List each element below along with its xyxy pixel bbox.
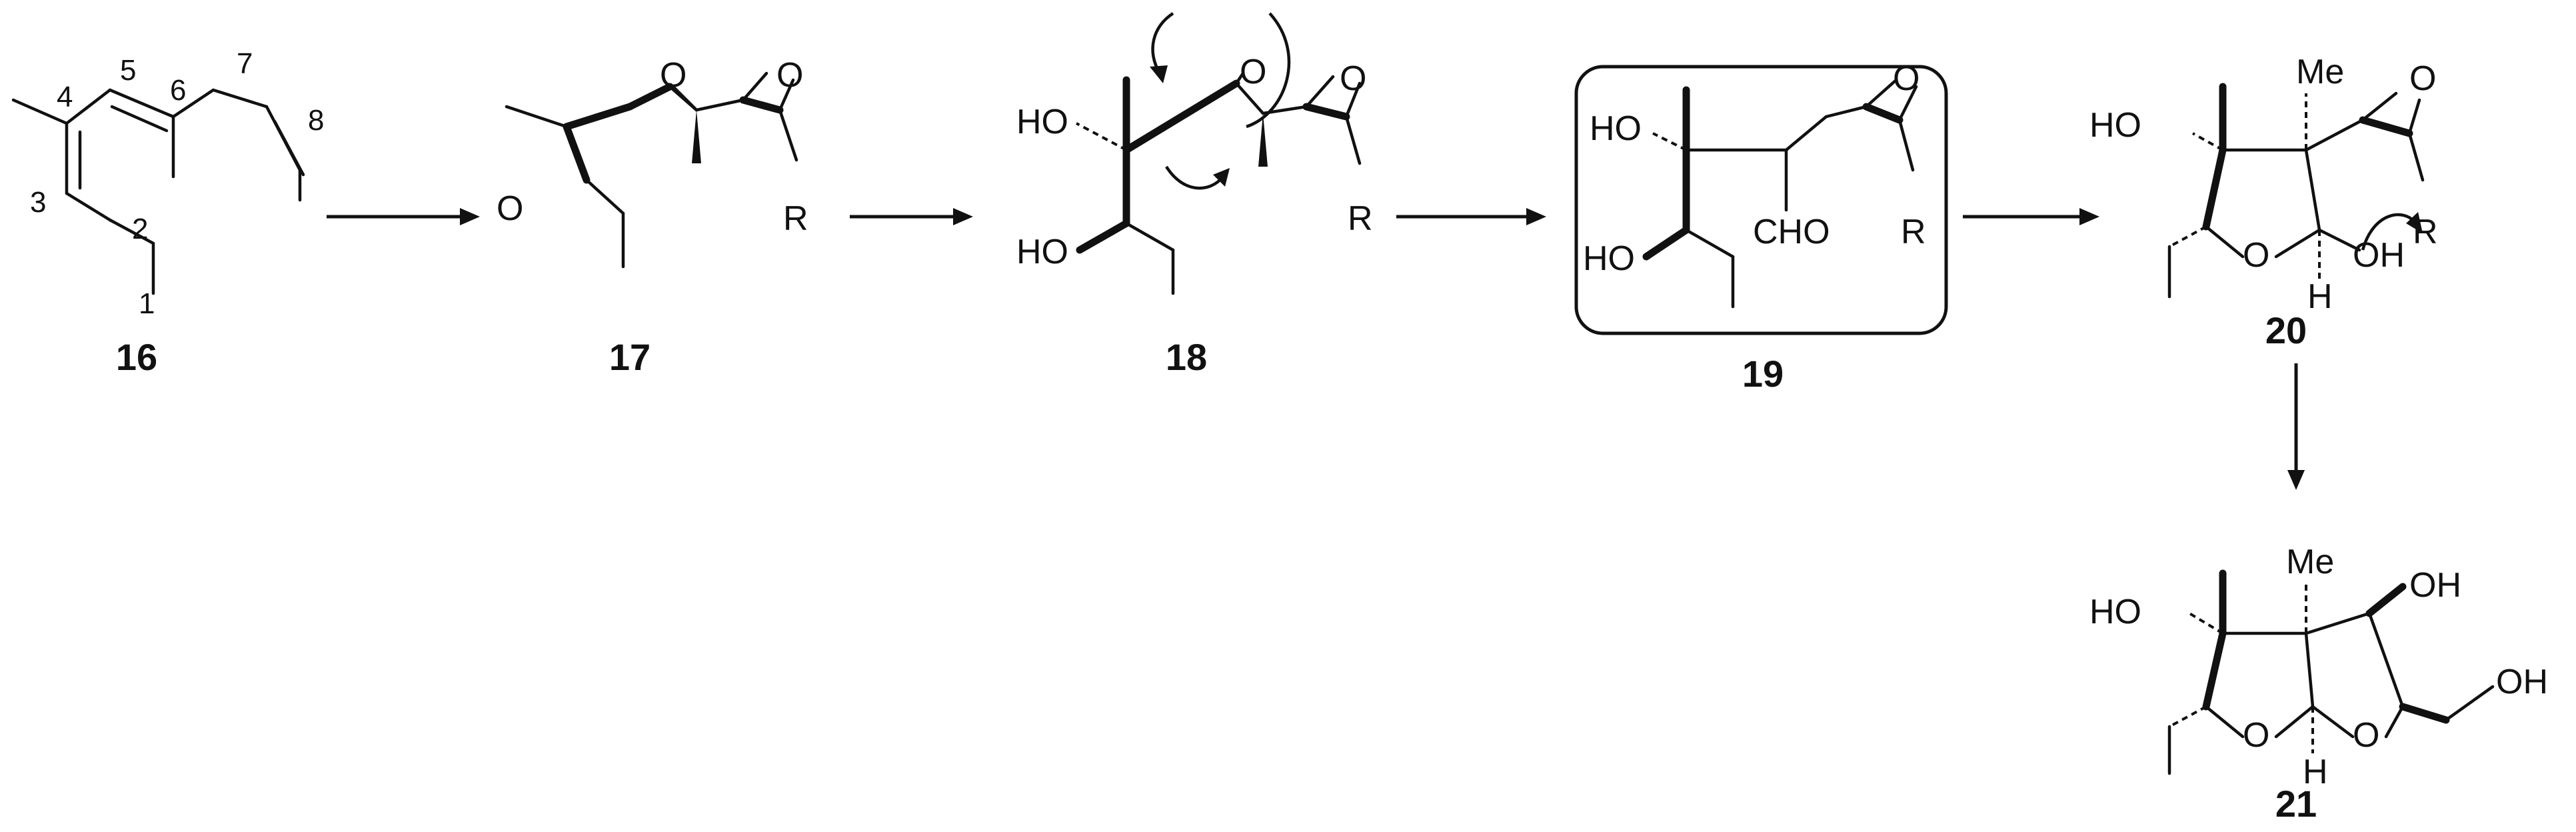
ring-o-20: O [2243,236,2269,275]
hydroxyl-21-left: HO [2089,593,2141,631]
epoxide-o-18-1: O [1240,53,1266,91]
compound-label-19: 19 [1742,353,1784,395]
compound-19: HO HO CHO O R 19 [1574,59,1948,395]
r-group-17: R [783,199,808,238]
hemiacetal-oh-20: OH [2353,236,2405,275]
hydroxyl-18-bottom: HO [1016,233,1068,271]
ring-o-21-1: O [2243,716,2269,755]
hydroxyl-19-bottom: HO [1583,239,1635,278]
reaction-arrow-2 [850,208,973,225]
compound-21-skeleton [2167,569,2495,775]
compound-20-skeleton [2167,83,2425,299]
locant-8: 8 [308,104,324,137]
methyl-20: Me [2296,53,2344,91]
compound-19-skeleton [1642,78,1918,309]
hydrogen-20: H [2307,277,2333,316]
hydroxyl-20: HO [2089,106,2141,145]
compound-17-skeleton [505,71,798,269]
hydroxyl-18-top: HO [1016,103,1068,141]
compound-21: HO Me OH O O H OH 21 [2089,543,2548,825]
locant-1: 1 [139,287,155,320]
compound-16: 1 2 3 4 5 6 7 8 16 [11,47,324,378]
compound-20: HO Me O O OH H R 20 [2089,53,2438,351]
r-group-20: R [2413,213,2438,251]
epoxide-o-left: O [497,189,523,228]
curly-arrow-18-top-left [1151,12,1174,75]
hydrogen-21: H [2303,753,2328,791]
epoxide-o-18-2: O [1340,59,1366,98]
reaction-arrow-1 [327,208,480,225]
locant-7: 7 [237,47,253,80]
compound-18: HO HO O O R 18 [1016,12,1373,378]
epoxide-o-19: O [1893,59,1920,98]
locant-3: 3 [30,186,46,219]
ring-o-21-2: O [2353,716,2379,755]
locant-2: 2 [132,213,148,245]
r-group-19: R [1901,213,1926,251]
compound-label-17: 17 [609,336,650,378]
r-group-18: R [1348,199,1373,238]
reaction-arrow-4 [1963,208,2099,225]
epoxide-o-mid: O [660,56,686,95]
locant-4: 4 [57,81,73,113]
epoxide-o-right: O [776,56,803,95]
aldehyde-19: CHO [1753,213,1830,251]
hydroxyl-21-right: OH [2409,566,2461,605]
reaction-arrow-3 [1396,208,1546,225]
reaction-arrow-5 [2287,363,2305,490]
locant-6: 6 [170,74,186,107]
methyl-21: Me [2286,543,2334,581]
compound-16-skeleton [11,88,305,295]
compound-17: O O O R 17 [497,56,808,378]
ch2oh-21: OH [2496,663,2548,701]
compound-label-20: 20 [2265,309,2307,351]
curly-arrow-18-top-right [1246,12,1291,129]
epoxide-o-20: O [2409,59,2436,98]
curly-arrow-18-middle [1165,165,1224,190]
hydroxyl-19-top: HO [1590,109,1642,148]
compound-label-16: 16 [116,336,157,378]
locant-5: 5 [120,54,136,87]
compound-label-21: 21 [2275,783,2317,825]
compound-18-skeleton [1076,71,1362,295]
compound-19-highlight-box [1574,65,1948,335]
compound-label-18: 18 [1166,336,1207,378]
